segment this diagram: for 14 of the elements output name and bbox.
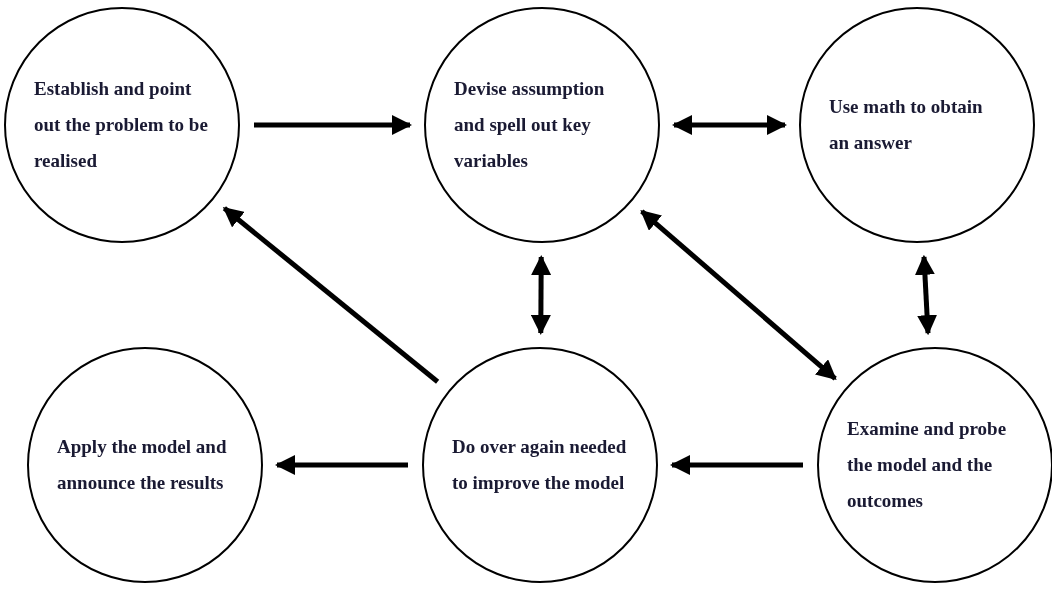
step-text: Do over again needed to improve the model [452, 435, 628, 495]
arrow [222, 206, 440, 384]
arrow [672, 115, 787, 135]
arrow [640, 209, 837, 381]
arrow [914, 254, 938, 336]
step-text: Establish and point out the problem to be realised [34, 77, 209, 173]
step-text: Use math to obtain an answer [829, 95, 984, 155]
arrow [670, 455, 803, 475]
step-text: Devise assumption and spell out key variables [454, 77, 606, 173]
arrow [275, 455, 408, 475]
arrow [530, 255, 552, 335]
step-text: Apply the model and announce the results [57, 435, 228, 495]
arrow [254, 115, 412, 135]
step-text: Examine and probe the model and the outcomes [847, 417, 1008, 513]
